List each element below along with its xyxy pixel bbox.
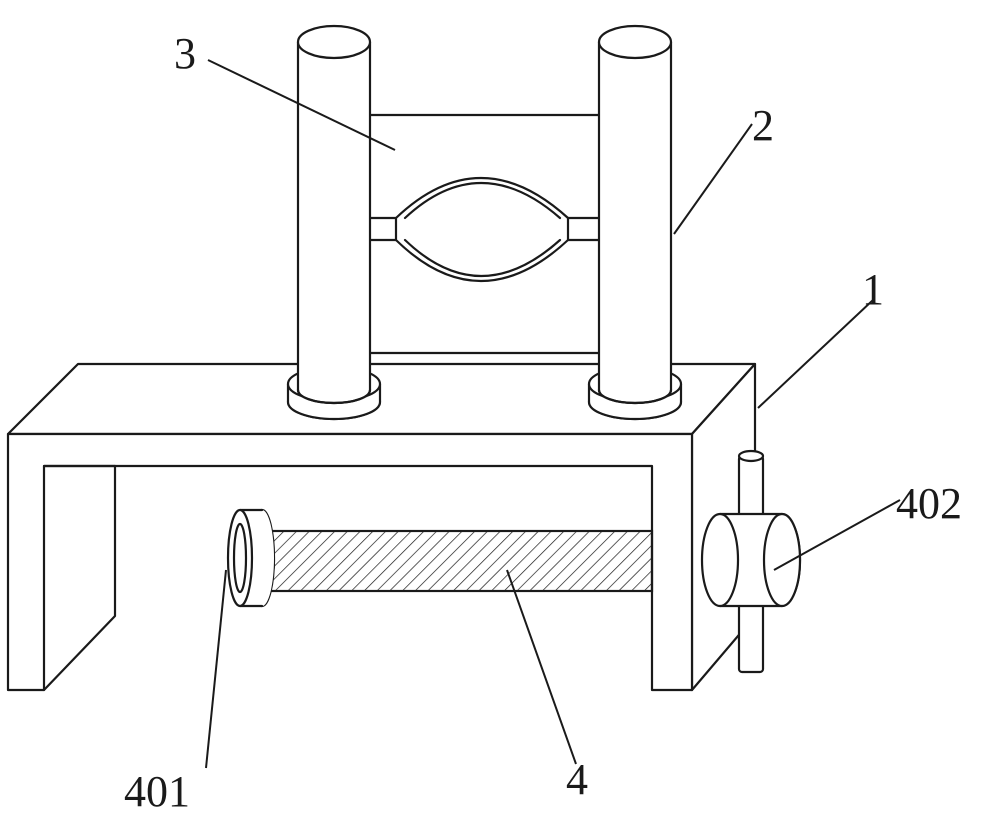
label-part-402: 402 bbox=[896, 479, 962, 528]
pipe-clamp-ring bbox=[394, 177, 570, 282]
leader-lines bbox=[205, 59, 901, 769]
guide-column-right bbox=[587, 24, 683, 421]
side-handwheel bbox=[700, 449, 802, 674]
guide-column-left bbox=[286, 24, 382, 421]
lead-screw bbox=[244, 529, 654, 593]
label-part-2: 2 bbox=[752, 101, 774, 150]
frame-inner-left-wall bbox=[42, 464, 117, 692]
screw-end-pad bbox=[226, 508, 276, 608]
slider-plate bbox=[366, 113, 602, 355]
frame-front-face bbox=[6, 432, 694, 692]
label-part-4: 4 bbox=[566, 755, 588, 804]
reference-labels: 3 2 1 402 4 401 bbox=[124, 29, 962, 816]
label-part-3: 3 bbox=[174, 29, 196, 78]
label-part-401: 401 bbox=[124, 767, 190, 816]
label-part-1: 1 bbox=[862, 265, 884, 314]
